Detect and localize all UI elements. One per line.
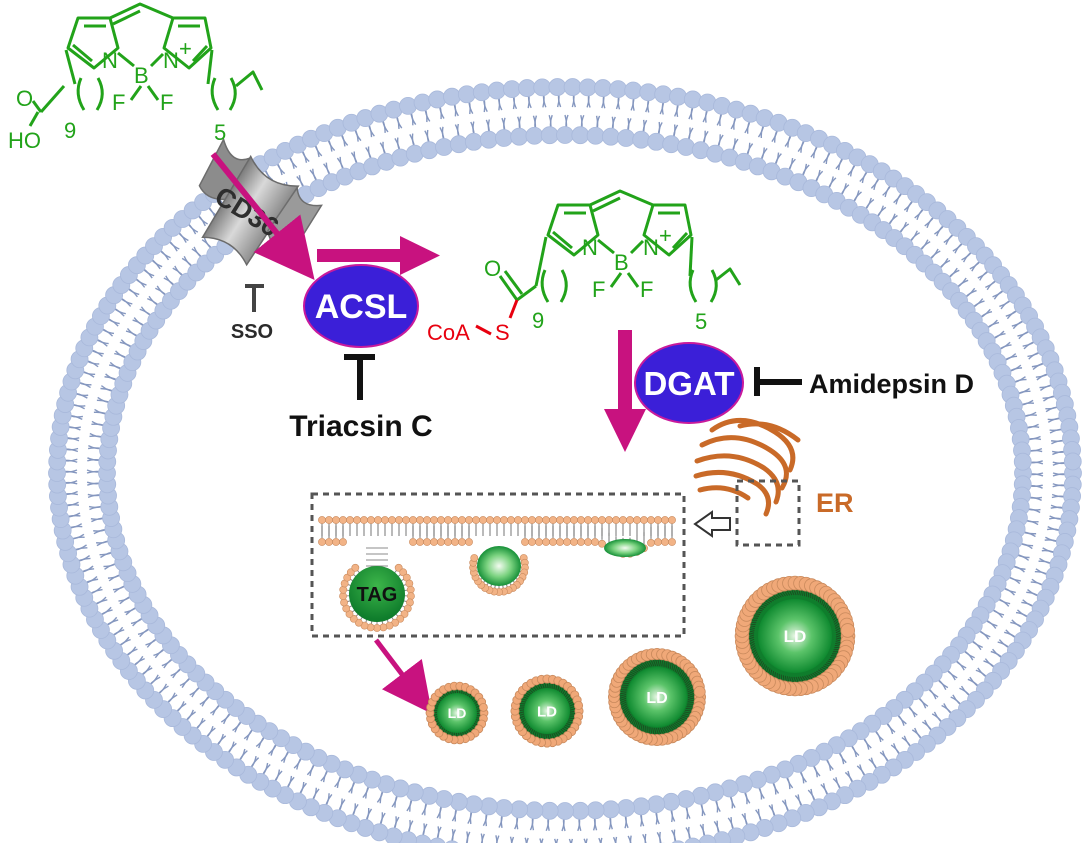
- mol1-n-right: N: [163, 48, 179, 73]
- sso-inhibition-mark: [245, 284, 264, 312]
- triacsin-inhibition-mark: [344, 354, 375, 400]
- lipid-droplet: LD: [608, 648, 706, 746]
- bodipy-fatty-acid-molecule: [28, 2, 264, 127]
- bodipy-acyl-coa-molecule: [498, 189, 742, 303]
- mol1-charge: +: [179, 36, 192, 61]
- mol1-chain-left-count: 9: [64, 118, 76, 143]
- lipid-droplet: LD: [510, 674, 584, 748]
- tag-label: TAG: [357, 584, 398, 606]
- mol1-n-left: N: [102, 48, 118, 73]
- dgat-enzyme: [634, 342, 744, 424]
- mol1-hydroxyl: HO: [8, 128, 41, 153]
- acsl-enzyme: [303, 264, 419, 348]
- ld-label: LD: [784, 627, 807, 646]
- activation-arrow: [317, 236, 440, 275]
- lipid-droplets: LD LD LD LD: [425, 575, 856, 748]
- mol1-boron: B: [134, 63, 149, 88]
- mol2-n-right: N: [643, 235, 659, 260]
- amidepsin-inhibition-mark: [754, 367, 802, 396]
- mol1-fluorine-1: F: [112, 90, 125, 115]
- mol2-boron: B: [614, 250, 629, 275]
- sulfur-label: S: [495, 320, 510, 345]
- mol2-chain-left-count: 9: [532, 308, 544, 333]
- mol2-n-left: N: [582, 235, 598, 260]
- coa-label: CoA: [427, 320, 470, 345]
- lipid-droplet: LD: [425, 681, 489, 745]
- mol2-charge: +: [659, 223, 672, 248]
- ld-label: LD: [448, 705, 467, 721]
- er-label: ER: [816, 488, 854, 518]
- mol1-chain-right-count: 5: [214, 120, 226, 145]
- mol1-carbonyl-oxygen: O: [16, 86, 33, 111]
- acsl-label: ACSL: [315, 288, 408, 326]
- esterification-arrow: [604, 330, 646, 452]
- uptake-arrow: [210, 152, 315, 281]
- mol2-carbonyl-oxygen: O: [484, 256, 501, 281]
- budding-droplet-right: [604, 539, 646, 557]
- endoplasmic-reticulum: [693, 418, 801, 517]
- mol2-fluorine-2: F: [640, 277, 653, 302]
- mol2-chain-right-count: 5: [695, 309, 707, 334]
- amidepsin-label: Amidepsin D: [809, 369, 974, 399]
- thioester-bond: [508, 299, 519, 319]
- budding-droplet-middle: [477, 546, 521, 586]
- zoom-arrow: [693, 510, 731, 538]
- mol2-fluorine-1: F: [592, 277, 605, 302]
- tag-droplet: TAG: [349, 566, 405, 622]
- sso-label: SSO: [231, 321, 273, 343]
- coa-s-bond: [475, 324, 492, 336]
- ld-formation-arrow: [374, 638, 433, 714]
- mol1-fluorine-2: F: [160, 90, 173, 115]
- dgat-label: DGAT: [643, 365, 734, 402]
- er-zoom-box: [735, 479, 801, 547]
- lipid-droplet: LD: [734, 575, 856, 697]
- ld-label: LD: [537, 703, 557, 720]
- ld-label: LD: [646, 690, 667, 707]
- triacsin-label: Triacsin C: [289, 410, 432, 443]
